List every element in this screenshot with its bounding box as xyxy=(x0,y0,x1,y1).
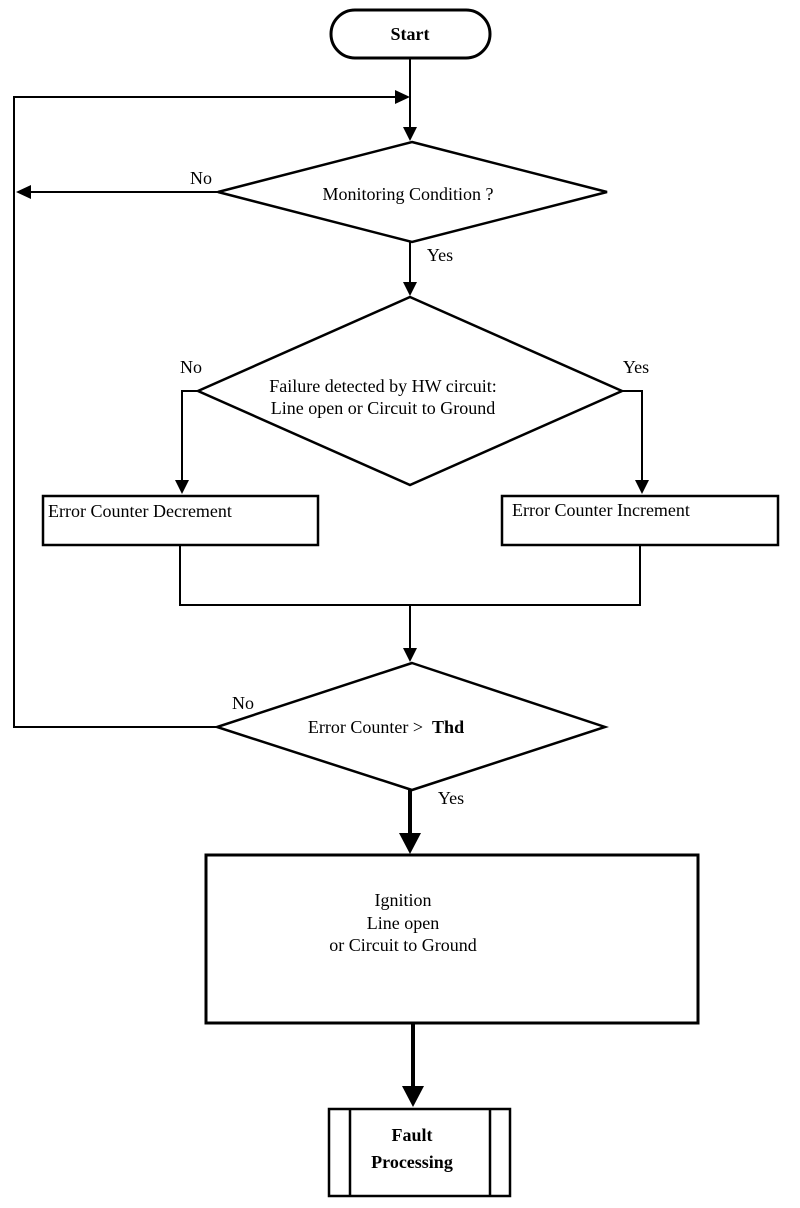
threshold-label-text: Error Counter > xyxy=(308,717,423,737)
monitoring-no-label: No xyxy=(190,168,212,188)
arrowhead-into-threshold xyxy=(403,648,417,662)
ignition-label-line3: or Circuit to Ground xyxy=(329,935,476,955)
error-counter-decrement-node xyxy=(41,494,320,547)
failure-detected-node xyxy=(194,295,626,487)
error-counter-threshold-node xyxy=(212,661,609,792)
failure-detected-label-line2: Line open or Circuit to Ground xyxy=(271,398,495,418)
threshold-yes-label: Yes xyxy=(438,788,464,808)
error-counter-decrement-label: Error Counter Decrement xyxy=(48,501,232,521)
start-node xyxy=(329,8,492,60)
arrowhead-monitoring-no xyxy=(16,185,31,199)
failure-no-label: No xyxy=(180,357,202,377)
fault-processing-label-line2: Processing xyxy=(371,1152,453,1172)
fault-processing-label-line1: Fault xyxy=(391,1125,432,1145)
start-label: Start xyxy=(391,24,430,44)
arrowhead-into-monitoring xyxy=(403,127,417,141)
ignition-label-line2: Line open xyxy=(367,913,439,933)
arrowhead-into-decrement xyxy=(175,480,189,494)
fault-processing-node xyxy=(327,1107,512,1198)
arrowhead-into-fault xyxy=(402,1086,424,1107)
error-counter-increment-node xyxy=(500,494,780,547)
arrowhead-into-failure xyxy=(403,282,417,296)
monitoring-condition-node xyxy=(217,140,608,244)
monitoring-condition-label: Monitoring Condition ? xyxy=(323,184,494,204)
edge-failure-yes xyxy=(622,390,643,482)
error-counter-threshold-label: Error Counter > Thd xyxy=(308,717,464,737)
arrowhead-into-ignition xyxy=(399,833,421,854)
ignition-label-line1: Ignition xyxy=(375,890,432,910)
threshold-no-label: No xyxy=(232,693,254,713)
failure-yes-label: Yes xyxy=(623,357,649,377)
arrowhead-into-increment xyxy=(635,480,649,494)
threshold-label-thd: Thd xyxy=(432,717,464,737)
error-counter-increment-label: Error Counter Increment xyxy=(512,500,690,520)
ignition-node xyxy=(204,853,700,1025)
monitoring-yes-label: Yes xyxy=(427,245,453,265)
edge-failure-no xyxy=(181,390,198,482)
failure-detected-label-line1: Failure detected by HW circuit: xyxy=(269,376,497,396)
arrowhead-loop-join xyxy=(395,90,410,104)
